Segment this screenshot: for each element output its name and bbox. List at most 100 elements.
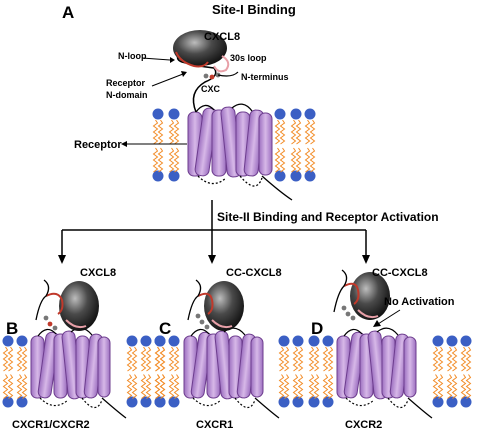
n-loop-arrow bbox=[141, 57, 171, 61]
lipid-tail bbox=[279, 119, 286, 173]
lipid-head bbox=[2, 335, 14, 347]
ligand-a bbox=[173, 30, 239, 80]
lipid-head bbox=[16, 396, 28, 408]
lipid-head bbox=[278, 396, 290, 408]
lipid-head bbox=[152, 108, 164, 120]
receptor-label-d: CXCR2 bbox=[345, 419, 382, 431]
lipid-tail bbox=[168, 119, 175, 173]
lipid-head bbox=[304, 170, 316, 182]
lipid-head bbox=[432, 396, 444, 408]
lipid-tail bbox=[327, 346, 334, 399]
lipid-tail bbox=[154, 346, 161, 399]
lipid-head bbox=[168, 108, 180, 120]
lipid-head bbox=[446, 396, 458, 408]
lipid-tail bbox=[173, 119, 180, 173]
cxc-residue bbox=[209, 74, 215, 80]
panel-d-letter: D bbox=[311, 319, 323, 338]
lipid-tail bbox=[432, 346, 439, 399]
lipid-tail bbox=[308, 346, 315, 399]
lipid-tail bbox=[140, 346, 147, 399]
lipid-head bbox=[126, 335, 138, 347]
lipid-head bbox=[168, 335, 180, 347]
ligand-label-d: CC-CXCL8 bbox=[372, 267, 428, 279]
cxc-residue bbox=[203, 73, 209, 79]
lipid-tail bbox=[297, 346, 304, 399]
lipid-head bbox=[290, 108, 302, 120]
lipid-tail bbox=[283, 346, 290, 399]
chemokine-blob-c bbox=[204, 281, 244, 331]
lipid-head bbox=[460, 335, 472, 347]
receptor-n-domain-label-line2: N-domain bbox=[106, 90, 148, 100]
receptor-helices-c bbox=[183, 327, 280, 419]
lipid-head bbox=[290, 170, 302, 182]
transition-arrows bbox=[58, 200, 370, 264]
lipid-head bbox=[322, 396, 334, 408]
panel-c: C CC-CXCL8 CXCR1 bbox=[154, 267, 304, 431]
lipid-tail bbox=[274, 119, 281, 173]
lipid-head bbox=[292, 396, 304, 408]
lipid-head bbox=[168, 170, 180, 182]
no-activation-arrow bbox=[377, 309, 401, 325]
lipid-head bbox=[126, 396, 138, 408]
lipid-head bbox=[278, 335, 290, 347]
lipid-tail bbox=[2, 346, 9, 399]
lipid-head bbox=[152, 170, 164, 182]
membrane-c bbox=[154, 335, 304, 408]
lipid-head bbox=[304, 108, 316, 120]
lipid-tail bbox=[295, 119, 302, 173]
lipid-head bbox=[308, 396, 320, 408]
lipid-tail bbox=[437, 346, 444, 399]
lipid-head bbox=[432, 335, 444, 347]
panel-c-letter: C bbox=[159, 319, 171, 338]
lipid-head bbox=[154, 335, 166, 347]
lipid-tail bbox=[7, 346, 14, 399]
lipid-tail bbox=[465, 346, 472, 399]
panel-a-title: Site-I Binding bbox=[212, 2, 296, 17]
cxc-label: CXC bbox=[201, 84, 221, 94]
lipid-head bbox=[274, 170, 286, 182]
transition-label: Site-II Binding and Receptor Activation bbox=[217, 210, 439, 224]
ligand-label-b: CXCL8 bbox=[80, 267, 116, 279]
lipid-head bbox=[168, 396, 180, 408]
chemokine-blob-b bbox=[59, 281, 99, 331]
lipid-tail bbox=[304, 119, 311, 173]
membrane-a bbox=[152, 108, 316, 182]
membrane-d bbox=[308, 335, 472, 408]
lipid-tail bbox=[131, 346, 138, 399]
lipid-tail bbox=[145, 346, 152, 399]
lipid-tail bbox=[309, 119, 316, 173]
panel-a: A Site-I Binding bbox=[62, 2, 316, 201]
lipid-tail bbox=[278, 346, 285, 399]
receptor-helices-d bbox=[336, 327, 433, 419]
lipid-head bbox=[322, 335, 334, 347]
lipid-tail bbox=[16, 346, 23, 399]
no-activation-label: No Activation bbox=[384, 296, 455, 308]
receptor-n-domain-label-line1: Receptor bbox=[106, 78, 146, 88]
lipid-head bbox=[2, 396, 14, 408]
loop-30s-segment bbox=[213, 55, 230, 73]
lipid-tail bbox=[446, 346, 453, 399]
lipid-tail bbox=[152, 119, 159, 173]
receptor-label-b: CXCR1/CXCR2 bbox=[12, 419, 90, 431]
lipid-tail bbox=[126, 346, 133, 399]
lipid-tail bbox=[159, 346, 166, 399]
lipid-head bbox=[140, 335, 152, 347]
receptor-helices-a bbox=[187, 103, 293, 201]
lipid-tail bbox=[173, 346, 180, 399]
lipid-tail bbox=[313, 346, 320, 399]
panel-b-letter: B bbox=[6, 319, 18, 338]
lipid-head bbox=[274, 108, 286, 120]
ligand-b bbox=[35, 279, 99, 331]
lipid-tail bbox=[157, 119, 164, 173]
ligand-label-c: CC-CXCL8 bbox=[226, 267, 282, 279]
receptor-helices-b bbox=[30, 327, 127, 419]
ligand-c bbox=[187, 279, 244, 331]
lipid-head bbox=[460, 396, 472, 408]
loop-30s-label: 30s loop bbox=[230, 53, 267, 63]
lipid-head bbox=[154, 396, 166, 408]
lipid-tail bbox=[168, 346, 175, 399]
chemokine-blob-a bbox=[173, 30, 227, 66]
n-loop-label: N-loop bbox=[118, 51, 147, 61]
lipid-head bbox=[308, 335, 320, 347]
membrane-b bbox=[2, 335, 166, 408]
